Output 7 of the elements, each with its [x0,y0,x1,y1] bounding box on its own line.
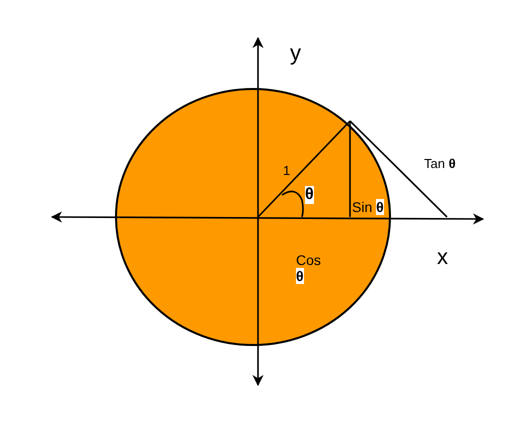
function-label: Sin θ [352,199,384,216]
axis-label: y [290,40,301,66]
axis-label: x [437,244,448,270]
radius-label: 1 [283,164,290,179]
function-label: Tan θ [424,157,456,172]
angle-label: θ [305,186,314,204]
function-label: Cos θ [296,252,322,284]
